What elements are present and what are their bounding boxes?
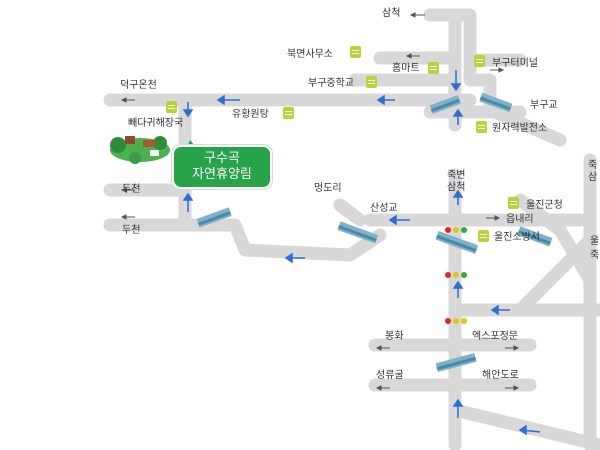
- label-bonghwa: 봉화: [385, 331, 404, 342]
- label-ppaedagwi-camp: 빼다귀해장국: [128, 118, 184, 129]
- label-duchen-1: 두천: [122, 184, 141, 195]
- label-bukmyeon-office: 북면사무소: [287, 49, 333, 60]
- label-homart: 홈마트: [392, 63, 420, 74]
- bridge-bugu-2: [479, 92, 513, 113]
- uljin-county-icon: [508, 197, 519, 209]
- label-deokgu-hot-spring: 덕구온천: [120, 80, 157, 91]
- label-eupnaeri: 읍내리: [506, 214, 534, 225]
- label-nuclear-plant: 원자력발전소: [492, 123, 548, 134]
- label-edge-4: 죽: [590, 250, 600, 261]
- bukmyeon-office-icon: [350, 46, 361, 58]
- bridges: [196, 92, 553, 373]
- label-duchen-2: 두천: [122, 225, 141, 236]
- label-uljin-fire: 울진소방서: [494, 232, 540, 243]
- traffic-signals: [445, 227, 467, 324]
- destination-badge: 구수곡 자연휴양림: [172, 145, 272, 189]
- bridge-bugu-1: [429, 95, 461, 114]
- signal-1: [445, 227, 467, 233]
- yuhwang-bath-icon: [283, 107, 294, 119]
- signal-2: [445, 272, 467, 278]
- bridge-uljin: [435, 231, 479, 254]
- label-mungdori: 멍도리: [314, 183, 342, 194]
- destination-name-line1: 구수곡: [204, 151, 240, 166]
- label-seongnyugul: 성류굴: [376, 370, 404, 381]
- label-yuhwang-bath: 유황원탕: [232, 109, 269, 120]
- direction-arrows: [182, 70, 541, 436]
- deokgu-hot-spring-icon: [166, 101, 177, 113]
- bridge-sanseong: [337, 221, 379, 244]
- small-arrows: [120, 12, 520, 391]
- bugu-middle-school-icon: [366, 76, 377, 88]
- uljin-fire-icon: [478, 230, 489, 242]
- label-bugu-bridge: 부구교: [530, 100, 558, 111]
- forest-illustration: [110, 136, 170, 164]
- label-samcheok-mid: 삼척: [447, 182, 466, 193]
- label-samcheok-top: 삼척: [382, 8, 401, 19]
- bridge-expo: [435, 352, 477, 373]
- label-sanseong-bridge: 산성교: [370, 203, 398, 214]
- label-bugu-middle-school: 부구중학교: [308, 78, 354, 89]
- destination-name-line2: 자연휴양림: [192, 167, 252, 182]
- label-edge-2: 삼: [588, 172, 598, 183]
- label-jukbyeon: 죽변: [447, 170, 466, 181]
- homart-icon: [428, 62, 439, 74]
- bridge-duchen: [196, 207, 232, 228]
- label-bugu-terminal: 부구터미널: [492, 58, 538, 69]
- road-network: [103, 8, 600, 450]
- bridge-fire: [517, 226, 553, 247]
- bugu-terminal-icon: [474, 55, 485, 67]
- label-uljin-county: 울진군청: [526, 200, 563, 211]
- label-expo-gate: 엑스포정문: [472, 331, 518, 342]
- label-edge-1: 죽: [588, 160, 598, 171]
- label-haean-road: 해안도로: [482, 370, 519, 381]
- label-edge-3: 울: [590, 236, 600, 247]
- nuclear-plant-icon: [476, 121, 487, 133]
- signal-3: [445, 318, 467, 324]
